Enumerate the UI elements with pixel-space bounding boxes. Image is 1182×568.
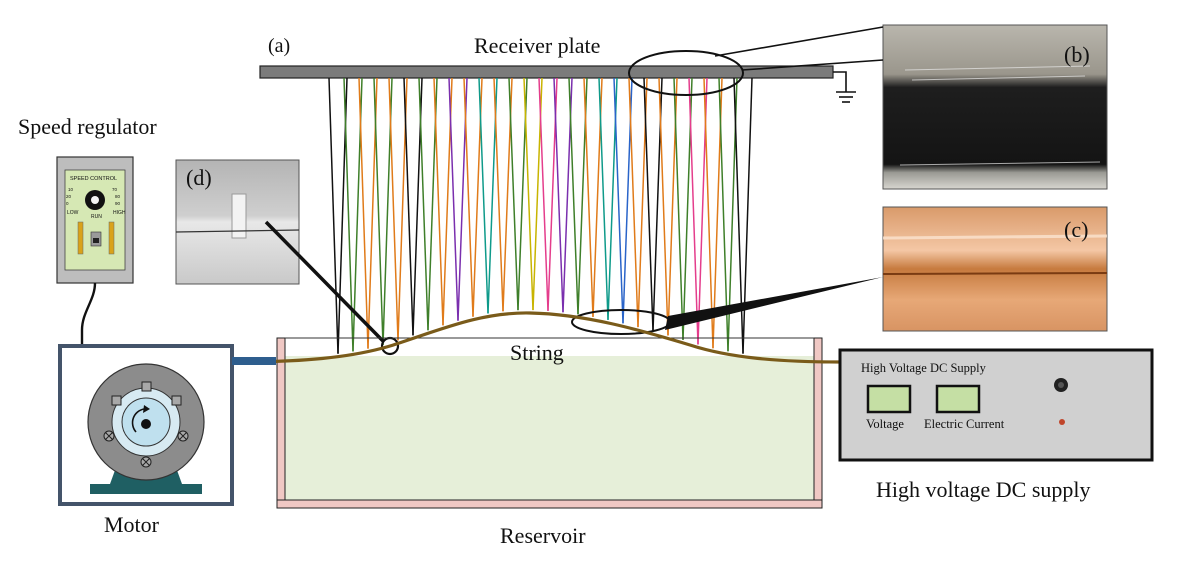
- panel-c-label: (c): [1064, 217, 1088, 242]
- fiber-jet-line: [358, 77, 369, 349]
- fiber-jet-line: [523, 77, 534, 311]
- fiber-jet-line: [628, 77, 639, 328]
- fiber-jet-line: [643, 77, 654, 332]
- slider-right: [108, 221, 115, 255]
- low-label: LOW: [67, 210, 79, 216]
- fiber-jet-line: [403, 77, 414, 336]
- reservoir-wall-left: [276, 337, 286, 509]
- panel-b-label: (b): [1064, 42, 1090, 67]
- regulator-panel: [64, 169, 126, 271]
- fiber-jet-line: [418, 77, 429, 331]
- speed-regulator: Speed regulator SPEED CONTROL 10 20 0 70…: [18, 114, 157, 345]
- callout-b-ellipse: [628, 50, 744, 96]
- scale-left-3: 0: [66, 201, 69, 206]
- fiber-jet-line: [538, 77, 549, 311]
- receiver-plate: [259, 65, 834, 79]
- fiber-jet-line: [373, 77, 384, 346]
- fiber-jet-line: [463, 77, 474, 317]
- string-label: String: [510, 340, 564, 365]
- inset-b: (b): [628, 24, 1108, 190]
- fiber-jet-line: [508, 77, 519, 311]
- voltage-label: Voltage: [866, 417, 904, 431]
- fiber-jet-line: [433, 77, 444, 326]
- fiber-jet-line: [742, 77, 753, 354]
- ground-icon: [833, 71, 856, 103]
- fiber-jet-line: [343, 77, 354, 352]
- reservoir-floor: [276, 499, 823, 509]
- motor-shaft: [141, 419, 151, 429]
- rotation-arrow-icon: [131, 408, 145, 433]
- fiber-jet-line: [448, 77, 459, 321]
- high-voltage-dc-supply: High Voltage DC Supply Voltage Electric …: [822, 348, 1154, 502]
- fiber-jet-line: [688, 77, 699, 345]
- inset-c: (c): [571, 206, 1108, 335]
- motor-bolts: [111, 381, 182, 406]
- regulator-cable: [80, 282, 97, 345]
- hv-supply-label: High voltage DC supply: [876, 477, 1091, 502]
- motor-label: Motor: [104, 512, 160, 537]
- inset-c-photo: [882, 206, 1108, 332]
- motor-base: [90, 484, 202, 494]
- fiber-jet-line: [613, 77, 624, 324]
- motor-connector: [232, 357, 276, 365]
- speed-regulator-label: Speed regulator: [18, 114, 157, 139]
- scale-right-2: 80: [115, 194, 121, 199]
- scale-right-1: 70: [112, 187, 118, 192]
- reservoir-wall-right: [813, 337, 823, 509]
- fiber-jet-line: [493, 77, 504, 312]
- supply-title: High Voltage DC Supply: [861, 361, 987, 375]
- fiber-jet-line: [328, 77, 339, 354]
- scale-left-2: 20: [66, 194, 72, 199]
- callout-c-ellipse: [571, 309, 671, 335]
- fiber-jet-line: [673, 77, 684, 340]
- fiber-jet-line: [703, 77, 714, 349]
- motor: Motor: [58, 344, 276, 537]
- reservoir-water: [285, 356, 814, 500]
- receiver-plate-label: Receiver plate: [474, 33, 600, 58]
- slider-left: [77, 221, 84, 255]
- fiber-jet-line: [583, 77, 594, 317]
- fiber-jet-line: [478, 77, 489, 314]
- receiver-plate-group: (a) Receiver plate: [259, 33, 856, 103]
- current-display: [935, 384, 981, 414]
- fiber-jet-line: [553, 77, 564, 313]
- high-label: HIGH: [113, 210, 126, 216]
- fiber-jet-line: [388, 77, 399, 341]
- reservoir: Reservoir: [276, 337, 823, 548]
- scale-right-3: 90: [115, 201, 121, 206]
- scale-left-1: 10: [68, 187, 74, 192]
- reservoir-label: Reservoir: [500, 523, 586, 548]
- inset-d: (d): [175, 159, 400, 356]
- run-label: RUN: [91, 214, 102, 220]
- panel-d-label: (d): [186, 165, 212, 190]
- fiber-jet-line: [658, 77, 669, 336]
- motor-screws: [103, 430, 189, 468]
- fiber-jet-line: [568, 77, 579, 315]
- panel-a-label: (a): [268, 35, 290, 57]
- string: [235, 311, 841, 364]
- speed-control-title: SPEED CONTROL: [70, 176, 117, 182]
- inset-b-photo: [882, 24, 1108, 190]
- indicator-led: [1059, 419, 1065, 425]
- current-label: Electric Current: [924, 417, 1005, 431]
- fiber-jets: [328, 77, 753, 354]
- voltage-display: [866, 384, 912, 414]
- fiber-jet-line: [598, 77, 609, 320]
